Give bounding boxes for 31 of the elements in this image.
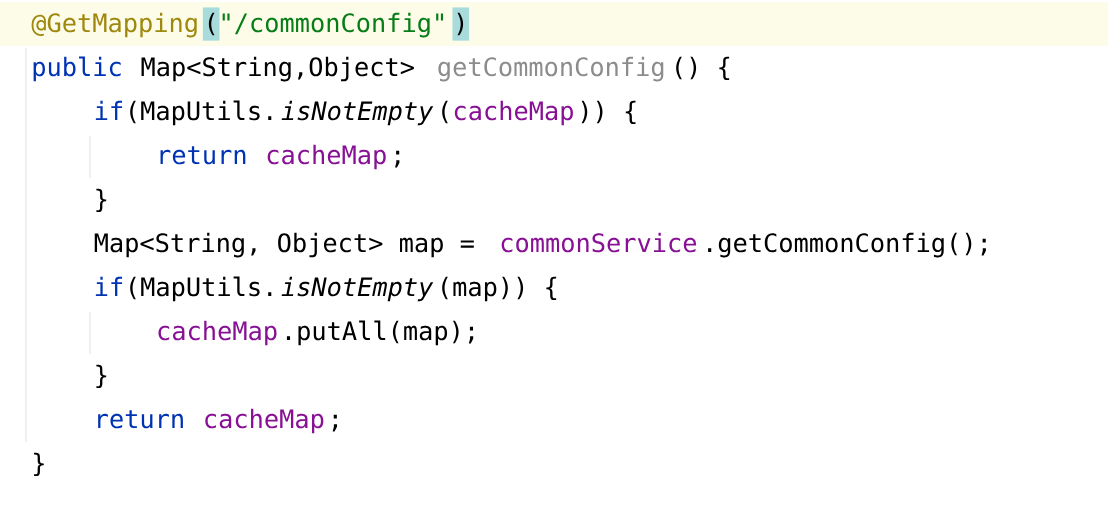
code-text: isNotEmpty: [281, 100, 434, 126]
code-text: getCommonConfig: [438, 56, 664, 82]
code-text: }: [96, 364, 107, 389]
code-text: public: [33, 56, 121, 82]
code-text: () {: [676, 56, 730, 81]
code-text: commonService: [501, 232, 697, 253]
code-text: ;: [395, 150, 400, 168]
code-text: if: [95, 100, 123, 120]
code-text: .putAll(map);: [286, 320, 474, 346]
code-text: }: [34, 452, 44, 477]
code-text: isNotEmpty: [281, 276, 434, 302]
code-text: )) {: [581, 100, 636, 125]
highlighted-bracket: ): [452, 7, 470, 41]
code-text: ;: [332, 414, 337, 432]
code-text: cacheMap: [158, 320, 277, 346]
code-text: cacheMap: [205, 408, 324, 434]
code-text: return: [98, 410, 183, 429]
code-text: (: [442, 100, 448, 124]
code-text: Map<String,Object>: [141, 56, 414, 82]
code-text: Map<String, Object> map =: [94, 232, 474, 258]
code-text: if: [95, 276, 123, 296]
code-text: cacheMap: [267, 144, 386, 170]
code-text: }: [96, 188, 107, 213]
code-text: cacheMap: [454, 100, 573, 126]
code-text: "/commonConfig": [222, 12, 444, 38]
code-text: (MapUtils.: [130, 276, 272, 302]
code-text: (map)) {: [442, 276, 557, 302]
code-text: .getCommonConfig();: [708, 232, 986, 258]
code-text: (MapUtils.: [130, 100, 272, 126]
code-text: return: [160, 146, 246, 165]
code-text: @GetMapping: [31, 12, 197, 38]
